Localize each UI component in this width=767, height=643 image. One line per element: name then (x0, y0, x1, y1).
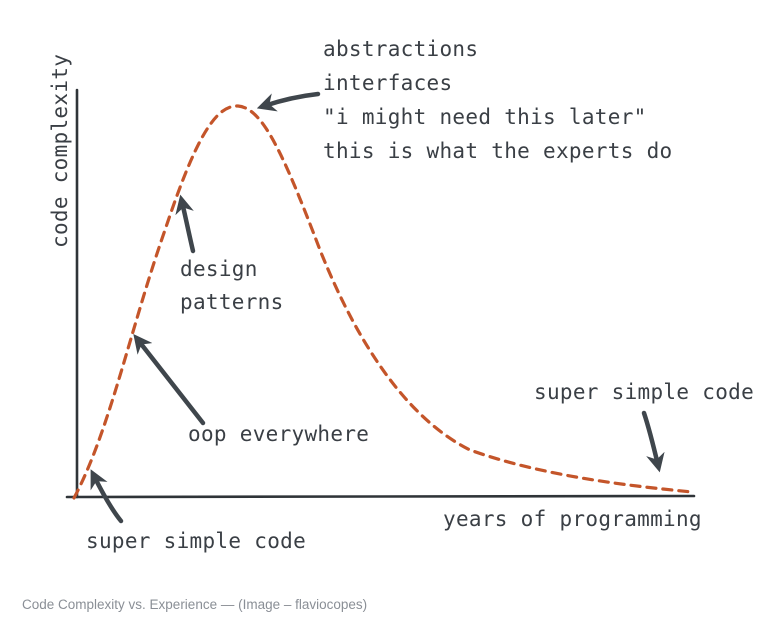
start-annotation: super simple code (86, 529, 306, 553)
peak-annotation-line-3: "i might need this later" (323, 105, 647, 129)
complexity-curve (72, 104, 694, 500)
oop-annotation: oop everywhere (188, 422, 369, 446)
design-patterns-line-2: patterns (180, 290, 284, 314)
design-patterns-arrow (175, 194, 196, 254)
figure-caption: Code Complexity vs. Experience — (Image … (22, 597, 368, 612)
peak-arrow (256, 91, 321, 112)
peak-annotation-line-1: abstractions (323, 37, 478, 61)
peak-annotation-line-4: this is what the experts do (323, 139, 672, 163)
peak-annotation-line-2: interfaces (323, 71, 452, 95)
end-arrow (641, 410, 665, 473)
start-arrow (90, 469, 124, 524)
oop-arrow (133, 334, 206, 426)
complexity-diagram: code complexity years of programming abs… (48, 37, 754, 553)
x-axis-label: years of programming (443, 507, 702, 531)
end-annotation: super simple code (534, 380, 754, 404)
design-patterns-line-1: design (180, 257, 258, 281)
x-axis (65, 494, 696, 499)
y-axis-label: code complexity (48, 54, 72, 248)
